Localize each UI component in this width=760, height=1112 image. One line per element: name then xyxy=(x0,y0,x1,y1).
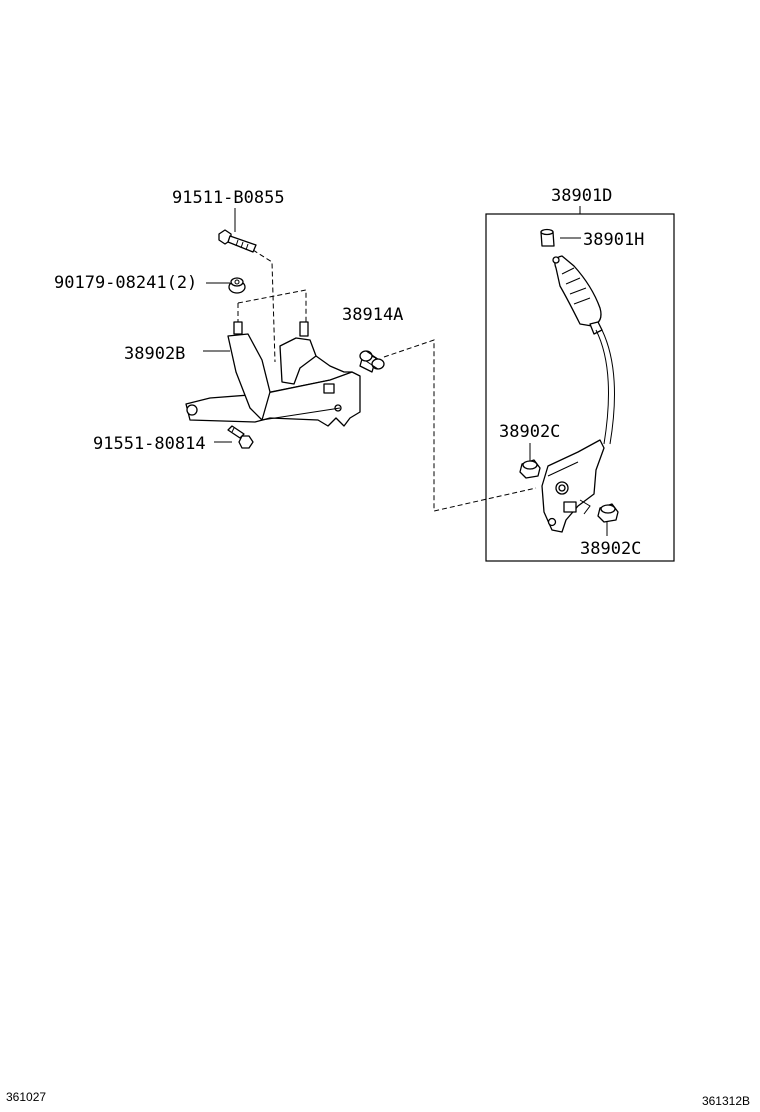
label-38901D: 38901D xyxy=(551,186,612,206)
grommet-right xyxy=(597,503,619,523)
label-90179-08241: 90179-08241(2) xyxy=(54,273,197,293)
dashed-reference-lines xyxy=(237,249,537,512)
bolt-upper xyxy=(218,229,257,253)
shift-lever xyxy=(552,255,615,445)
leader-lines xyxy=(203,206,608,536)
label-38901H: 38901H xyxy=(583,230,644,250)
bolt-lower xyxy=(227,425,254,449)
footer-right-code: 361312B xyxy=(701,1094,750,1108)
bushing xyxy=(359,350,385,373)
grommet-left xyxy=(519,459,541,479)
label-38902C-right: 38902C xyxy=(580,539,641,559)
label-38914A: 38914A xyxy=(342,305,403,325)
footer-left-code: 361027 xyxy=(6,1090,47,1104)
bracket xyxy=(185,321,361,427)
knob-collar xyxy=(540,228,555,247)
label-91551-80814: 91551-80814 xyxy=(93,434,206,454)
label-38902B: 38902B xyxy=(124,344,185,364)
lever-base xyxy=(541,439,605,533)
label-38902C-left: 38902C xyxy=(499,422,560,442)
assembly-box xyxy=(485,213,675,562)
nut xyxy=(228,277,246,294)
label-91511-B0855: 91511-B0855 xyxy=(172,188,285,208)
